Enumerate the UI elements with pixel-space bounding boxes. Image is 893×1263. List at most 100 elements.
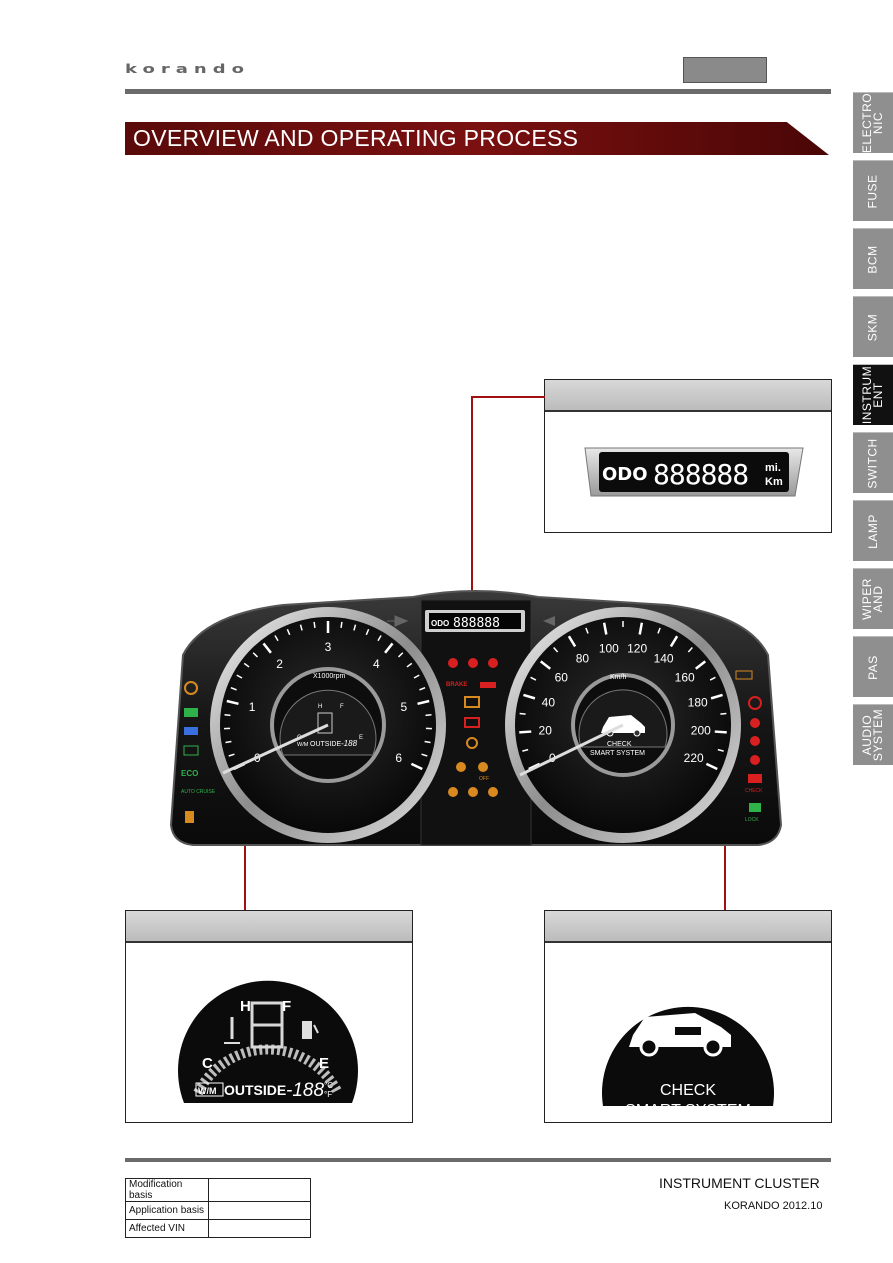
tab-lamp[interactable]: LAMP (853, 500, 893, 561)
left-lcd-callout: H F C E W/M OUTSIDE -188 °C °F (125, 910, 413, 1123)
cluster-odo-digits: 888888 (453, 616, 500, 631)
tab-audio-system[interactable]: AUDIO SYSTEM (853, 704, 893, 765)
callout-header (126, 911, 412, 943)
gauge-tick-label: 2 (276, 657, 283, 671)
gauge-tick (340, 621, 343, 628)
lcd-wm-label: W/M (198, 1086, 217, 1096)
gauge-tick-label: 3 (325, 640, 332, 654)
odo-unit-mi: mi. (765, 462, 781, 474)
gauge-tick (313, 621, 316, 628)
tab-switch[interactable]: SWITCH (853, 432, 893, 493)
footer-subtitle: KORANDO 2012.10 (724, 1200, 823, 1212)
gauge-tick (224, 713, 231, 717)
table-cell-label: Modification basis (125, 1178, 209, 1202)
glow-plug-icon (184, 681, 198, 695)
gauge-tick (539, 660, 551, 670)
lcd-small-outside: OUTSIDE (310, 741, 341, 748)
speed-unit: Km/h (610, 674, 626, 681)
auto-cruise-indicator: AUTO CRUISE (181, 789, 216, 795)
tab-pas[interactable]: PAS (853, 636, 893, 697)
gauge-tick (669, 635, 679, 648)
turn-left-arrow-icon (387, 615, 409, 627)
gauge-tick (695, 660, 707, 670)
header-rule (125, 89, 831, 94)
odo-label: ODO (602, 464, 648, 485)
gauge-tick (262, 642, 272, 654)
table-cell-value (208, 1178, 311, 1202)
lcd-small-e: E (359, 735, 363, 741)
gauge-tick (425, 713, 432, 717)
lcd-cold-label: C (202, 1055, 213, 1072)
cluster-odo-label: ODO (431, 619, 449, 628)
lcd-small-temp: -188 (341, 739, 358, 748)
hdc-icon (468, 787, 478, 797)
lcd-empty-label: E (319, 1055, 329, 1072)
gauge-tick-label: 100 (599, 641, 619, 655)
gauge-tick-label: 80 (576, 651, 590, 665)
gauge-tick-label: 120 (627, 641, 647, 655)
gauge-tick (365, 628, 370, 636)
esp-icon (456, 762, 466, 772)
footer-rule (125, 1158, 831, 1162)
gauge-tick-label: 220 (684, 751, 704, 765)
gauge-tick-label: 20 (539, 724, 553, 738)
tpms-icon (448, 787, 458, 797)
speed-needle (519, 723, 624, 777)
lcd-small-f: F (340, 704, 344, 710)
check-indicator: CHECK (745, 788, 763, 794)
speed-ticks (519, 621, 727, 771)
gauge-tick-label: 160 (675, 670, 695, 684)
esp-off-icon (478, 762, 488, 772)
esp-off-label: OFF (479, 776, 489, 782)
gauge-tick (274, 635, 279, 642)
lcd-small-wm: W/M (297, 742, 309, 748)
gauge-tick (243, 662, 250, 668)
gauge-tick (657, 627, 661, 634)
brake-indicator: BRAKE (446, 682, 467, 688)
gauge-tick (567, 635, 577, 648)
right-lcd-callout: ? CHECK SMART SYSTEM (544, 910, 832, 1123)
gauge-tick (413, 674, 420, 679)
tab-instrument[interactable]: INSTRUM ENT (853, 364, 893, 425)
gauge-tick (377, 635, 382, 642)
korando-logo: korando (125, 62, 250, 77)
lcd-smart-system-text: SMART SYSTEM (625, 1102, 751, 1119)
lcd-full-label: F (282, 998, 291, 1015)
smart-system-lcd: ? CHECK SMART SYSTEM (602, 990, 774, 1119)
table-row: Affected VIN (125, 1219, 311, 1238)
tab-label: PAS (865, 654, 880, 680)
eco-indicator: ECO (181, 769, 198, 778)
gauge-tick-label: 5 (401, 700, 408, 714)
gauge-tick-label: 200 (691, 724, 711, 738)
tach-unit: X1000rpm (313, 673, 345, 680)
tab-electronic[interactable]: ELECTRO NIC (853, 92, 893, 153)
gauge-tick (720, 712, 727, 715)
glow-indicator-icon (466, 737, 478, 749)
tab-wiper[interactable]: WIPER AND (853, 568, 893, 629)
door-ajar-icon (488, 787, 498, 797)
tab-label: WIPER AND (860, 578, 885, 620)
center-indicators: BRAKE OFF (446, 658, 498, 797)
instrument-cluster: ODO 888888 0123456 X1000rpm W/M OUTSIDE … (169, 590, 783, 846)
lcd-outside-label: OUTSIDE (224, 1082, 286, 1098)
gauge-tick (638, 622, 644, 635)
tab-fuse[interactable]: FUSE (853, 160, 893, 221)
odo-digits: 888888 (653, 458, 748, 491)
section-title: OVERVIEW AND OPERATING PROCESS (133, 125, 579, 151)
gauge-tick (522, 748, 529, 752)
table-row: Modification basis (125, 1178, 311, 1202)
header-gray-tag (683, 57, 767, 83)
turn-right-arrow-icon (543, 616, 555, 626)
coolant-temp-icon (224, 1017, 240, 1044)
tab-skm[interactable]: SKM (853, 296, 893, 357)
gauge-tick (228, 753, 235, 757)
lcd-small-h: H (318, 704, 322, 710)
gauge-tick-label: 4 (373, 657, 380, 671)
lcd-hot-label: H (240, 998, 251, 1015)
gauge-tick (714, 730, 727, 734)
tab-label: SKM (865, 313, 880, 341)
tab-bcm[interactable]: BCM (853, 228, 893, 289)
tab-label: AUDIO SYSTEM (860, 708, 885, 762)
gauge-tick (553, 646, 559, 653)
4wd-lock-icon (749, 803, 761, 812)
